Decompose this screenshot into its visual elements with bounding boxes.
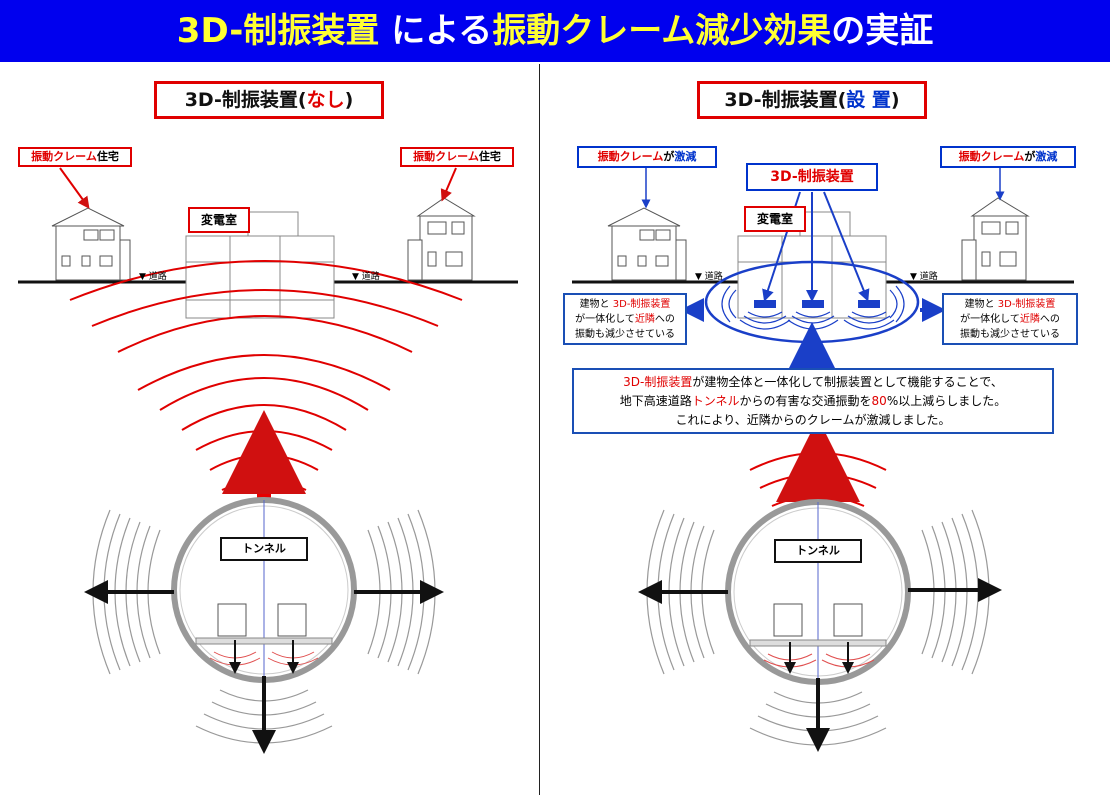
claim-reduced-label-left: 振動クレームが激減 bbox=[577, 146, 717, 168]
left-panel-art bbox=[18, 167, 518, 754]
tunnel-label-right: トンネル bbox=[774, 539, 862, 563]
title-part-effect: 振動クレーム減少効果 bbox=[492, 11, 832, 51]
device-label: 3D-制振装置 bbox=[746, 163, 878, 191]
left-panel-title: 3D-制振装置(なし) bbox=[154, 81, 384, 119]
house-left-1 bbox=[51, 207, 131, 281]
road-label-left-2: ▼ 道路 bbox=[352, 272, 380, 282]
side-box-left: 建物と 3D-制振装置 が一体化して近隣への 振動も減少させている bbox=[563, 293, 687, 345]
right-panel-art bbox=[572, 168, 1074, 752]
tunnel-left bbox=[171, 497, 357, 683]
title-bar: 3D-制振装置 による振動クレーム減少効果の実証 bbox=[0, 0, 1110, 62]
title-part-device: 3D-制振装置 bbox=[176, 11, 380, 51]
explanation-box: 3D-制振装置が建物全体と一体化して制振装置として機能することで、 地下高速道路… bbox=[572, 368, 1054, 434]
claim-reduced-label-right: 振動クレームが激減 bbox=[940, 146, 1076, 168]
panel-divider bbox=[539, 64, 540, 795]
road-label-left-1: ▼ 道路 bbox=[139, 272, 167, 282]
right-panel-title: 3D-制振装置(設 置) bbox=[697, 81, 927, 119]
page-title: 3D-制振装置 による振動クレーム減少効果の実証 bbox=[177, 11, 933, 51]
title-part-proof: の実証 bbox=[831, 11, 934, 51]
substation-left bbox=[185, 211, 335, 319]
substation-label-right: 変電室 bbox=[744, 206, 806, 232]
title-part-by: による bbox=[391, 11, 493, 51]
road-label-right-1: ▼ 道路 bbox=[695, 272, 723, 282]
road-label-right-2: ▼ 道路 bbox=[910, 272, 938, 282]
claim-house-label-right: 振動クレーム住宅 bbox=[400, 147, 514, 167]
tunnel-right bbox=[725, 499, 911, 685]
house-right-1 bbox=[607, 207, 687, 281]
side-box-right: 建物と 3D-制振装置 が一体化して近隣への 振動も減少させている bbox=[942, 293, 1078, 345]
claim-house-label-left: 振動クレーム住宅 bbox=[18, 147, 132, 167]
tunnel-label-left: トンネル bbox=[220, 537, 308, 561]
substation-label-left: 変電室 bbox=[188, 207, 250, 233]
house-left-2 bbox=[407, 197, 476, 281]
house-right-2 bbox=[961, 197, 1030, 281]
